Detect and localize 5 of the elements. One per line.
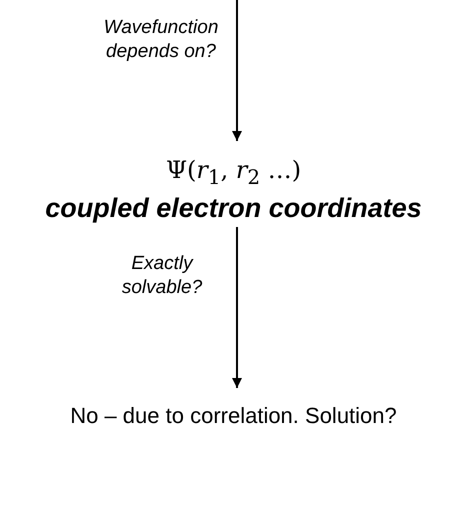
arrow (232, 227, 242, 388)
node-heading: coupled electron coordinates (45, 192, 422, 224)
math-formula: Ψ(r$_{1}$, r$_{2}$ …) (166, 155, 302, 191)
arrow (232, 0, 242, 141)
node-text: No – due to correlation. Solution? (70, 402, 397, 430)
